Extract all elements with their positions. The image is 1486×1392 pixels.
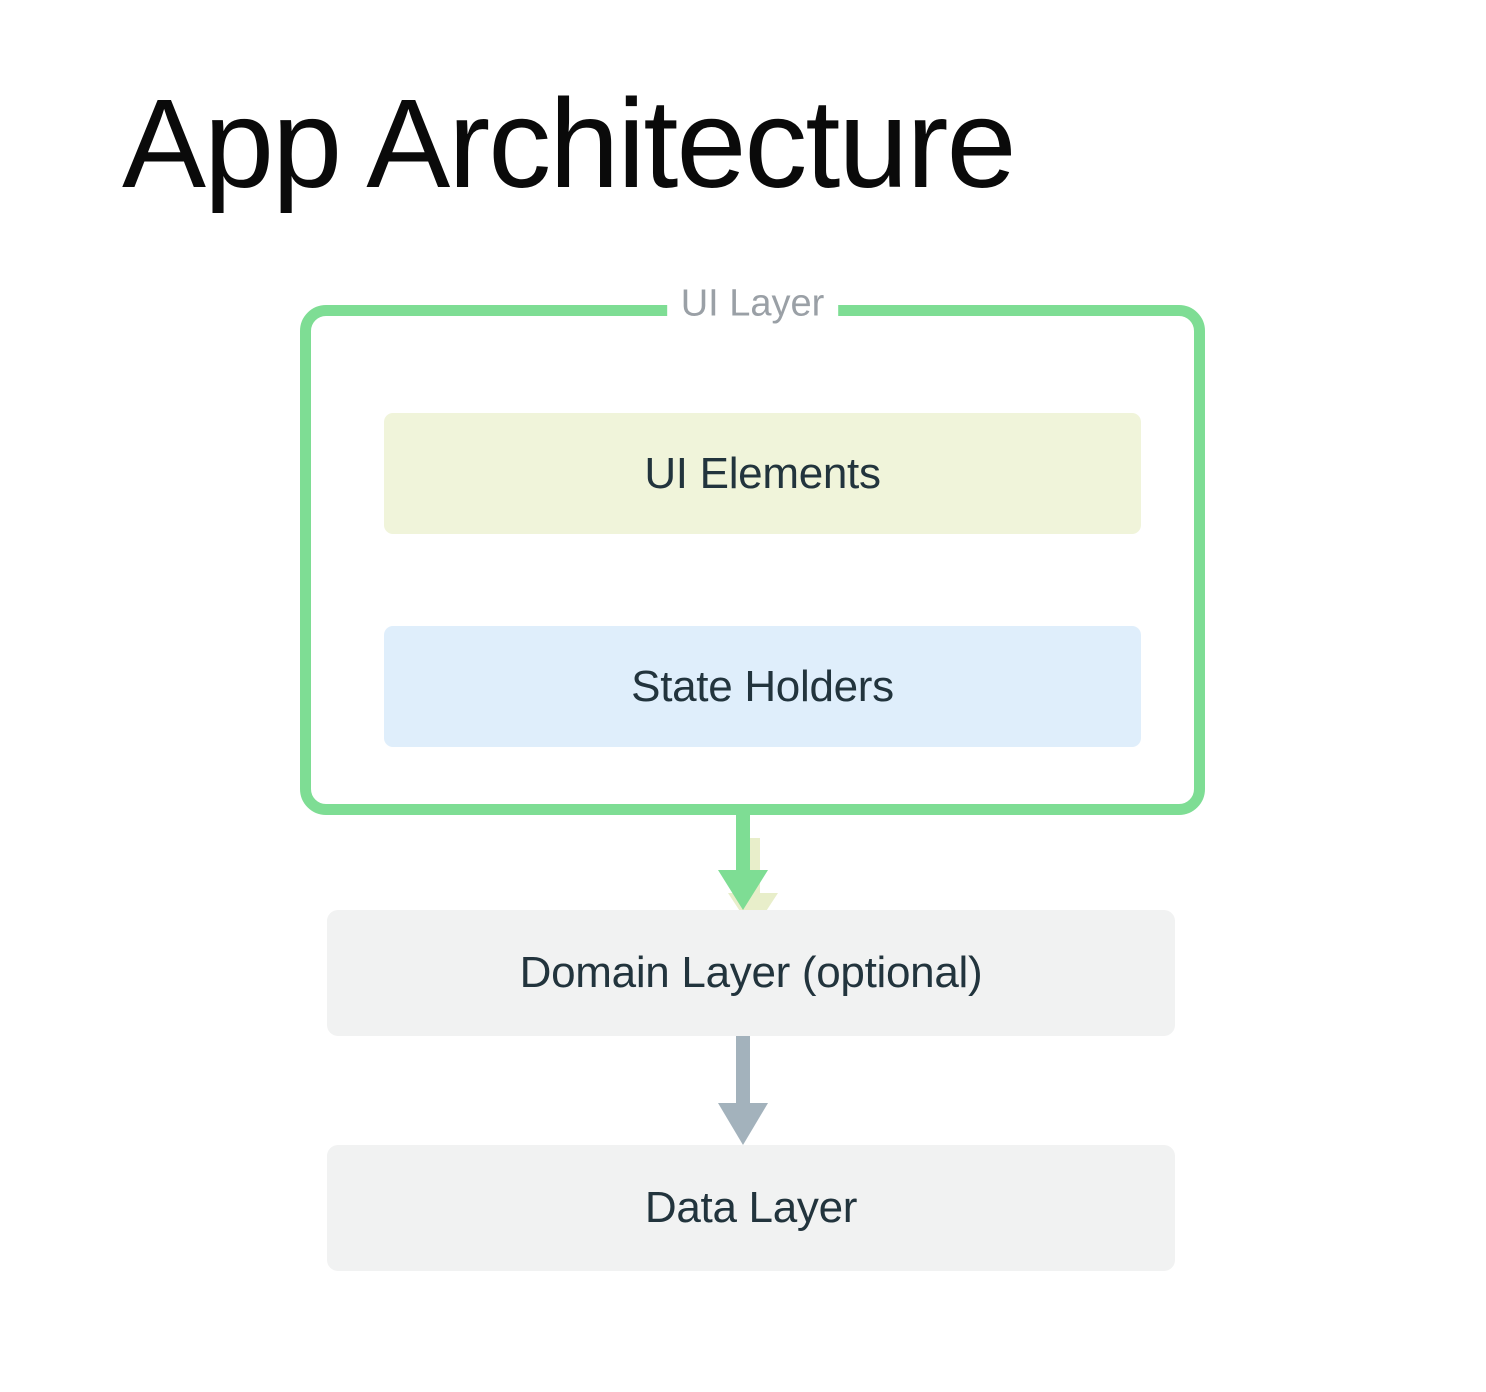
ui-layer-legend-label: UI Layer [666,284,839,323]
arrow-domain-layer-to-data-layer [718,1036,768,1145]
state-holders-box: State Holders [384,626,1141,747]
arrow-head-icon [718,870,768,910]
domain-layer-box: Domain Layer (optional) [327,910,1175,1036]
ui-elements-box: UI Elements [384,413,1141,534]
ui-elements-label: UI Elements [644,448,881,498]
page-title: App Architecture [122,73,1017,214]
ui-layer-group: UI Layer UI Elements State Holders [300,284,1205,931]
data-layer-box: Data Layer [327,1145,1175,1271]
arrow-ui-layer-to-domain-layer [718,810,768,910]
state-holders-label: State Holders [631,661,894,711]
arrow-stem [736,810,750,872]
arrow-head-icon [718,1103,768,1145]
arrow-stem [736,1036,750,1104]
data-layer-label: Data Layer [644,1183,858,1232]
domain-layer-label: Domain Layer (optional) [519,948,983,997]
